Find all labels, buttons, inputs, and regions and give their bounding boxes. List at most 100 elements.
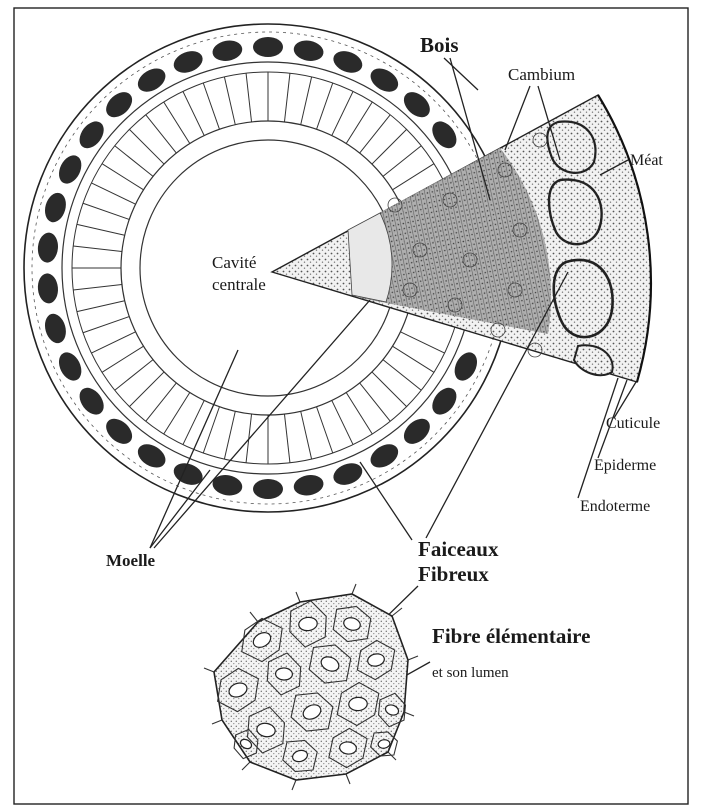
fibre-lumen <box>348 697 367 711</box>
fibre-hair <box>250 612 258 622</box>
label-meat: Méat <box>630 152 663 169</box>
fibre-bundle <box>37 232 60 264</box>
wood-ray <box>129 129 164 164</box>
leader-endoterme <box>578 378 618 498</box>
label-cavite-line1: Cavité <box>212 253 256 272</box>
wood-ray <box>129 372 164 407</box>
leader-cuticule <box>614 382 636 418</box>
leader-moelle-2 <box>154 300 370 548</box>
leader-faiceaux-1 <box>360 462 412 540</box>
fibre-bundle <box>211 38 244 63</box>
wood-ray <box>360 115 391 153</box>
fibre-bundle <box>330 47 365 76</box>
leader-moelle-1 <box>150 350 238 548</box>
label-moelle: Moelle <box>106 551 156 570</box>
fibre-hair <box>346 774 350 784</box>
fibre-bundle <box>399 87 435 122</box>
fibre-bundle <box>366 439 402 472</box>
wood-ray <box>73 246 122 251</box>
label-epiderme: Epiderme <box>594 457 656 474</box>
fibre-hair <box>408 656 418 660</box>
fibre-bundle <box>42 190 69 224</box>
wood-ray <box>224 411 235 459</box>
fibre-bundle <box>427 383 461 419</box>
label-faiceaux-line1: Faiceaux <box>418 537 499 561</box>
fibre-hair <box>292 780 296 790</box>
wood-ray <box>392 164 433 190</box>
fibre-bundle <box>134 439 170 472</box>
wood-ray <box>91 332 135 353</box>
wood-ray <box>284 414 289 463</box>
wood-ray <box>284 73 289 122</box>
wood-ray <box>317 83 333 129</box>
label-faiceaux: Faiceaux Fibreux <box>418 537 504 586</box>
wedge-bundle-3 <box>554 260 613 337</box>
wood-ray <box>102 346 143 372</box>
label-lumen: et son lumen <box>432 665 509 681</box>
wood-ray <box>183 400 204 444</box>
wood-ray <box>115 146 153 177</box>
wood-ray <box>164 102 190 143</box>
wood-ray <box>203 407 219 453</box>
fibre-bundle <box>253 479 283 499</box>
label-cambium: Cambium <box>508 65 575 84</box>
wood-ray <box>392 346 433 372</box>
wood-ray <box>346 392 372 433</box>
fibre-bundle <box>42 311 69 345</box>
label-bois: Bois <box>420 33 459 57</box>
fibre-bundle <box>101 87 137 122</box>
wood-ray <box>360 383 391 421</box>
fibre-bundle <box>37 273 60 305</box>
fibre-lumen <box>275 668 292 681</box>
fibre-hair <box>242 762 250 770</box>
wood-ray <box>301 77 312 125</box>
wood-ray <box>346 102 372 143</box>
wedge-bundle-2 <box>549 180 602 245</box>
label-fibre: Fibre élémentaire <box>432 624 590 648</box>
elementary-fibre-cluster <box>204 584 418 790</box>
fibre-hair <box>212 720 222 724</box>
fibre-bundle <box>75 117 109 153</box>
fibre-bundle <box>134 64 170 97</box>
fibre-bundle <box>101 414 137 449</box>
wood-ray <box>83 203 129 219</box>
wood-ray <box>383 360 421 391</box>
wood-ray <box>146 383 177 421</box>
wood-ray <box>317 407 333 453</box>
wood-ray <box>332 91 353 135</box>
fibre-bundle <box>292 473 325 498</box>
wood-ray <box>183 91 204 135</box>
label-cavite-line2: centrale <box>212 275 266 294</box>
label-faiceaux-line2: Fibreux <box>418 562 489 586</box>
pith-zone <box>348 213 392 302</box>
wood-ray <box>146 115 177 153</box>
wood-ray <box>332 400 353 444</box>
wood-ray <box>115 360 153 391</box>
fibre-bundle <box>366 64 402 97</box>
label-endoterme: Endoterme <box>580 498 650 515</box>
wood-ray <box>77 224 125 235</box>
wood-ray <box>372 372 407 407</box>
fibre-bundle <box>330 459 365 488</box>
fibre-bundle <box>399 414 435 449</box>
wood-ray <box>91 183 135 204</box>
wood-ray <box>400 332 444 353</box>
fibre-hair <box>352 584 356 594</box>
fibre-hair <box>404 712 414 716</box>
fibre-bundle <box>75 383 109 419</box>
fibre-bundle <box>253 37 283 57</box>
fibre-bundle <box>171 47 206 76</box>
wood-ray <box>77 301 125 312</box>
label-cavite: Cavité centrale <box>212 253 266 294</box>
wood-ray <box>83 317 129 333</box>
fibre-bundle <box>171 459 206 488</box>
fibre-bundle <box>427 117 461 153</box>
wood-ray <box>164 392 190 433</box>
wood-ray <box>383 146 421 177</box>
wood-ray <box>246 73 251 122</box>
wood-ray <box>102 164 143 190</box>
wood-ray <box>301 411 312 459</box>
wood-ray <box>224 77 235 125</box>
wood-ray <box>73 284 122 289</box>
